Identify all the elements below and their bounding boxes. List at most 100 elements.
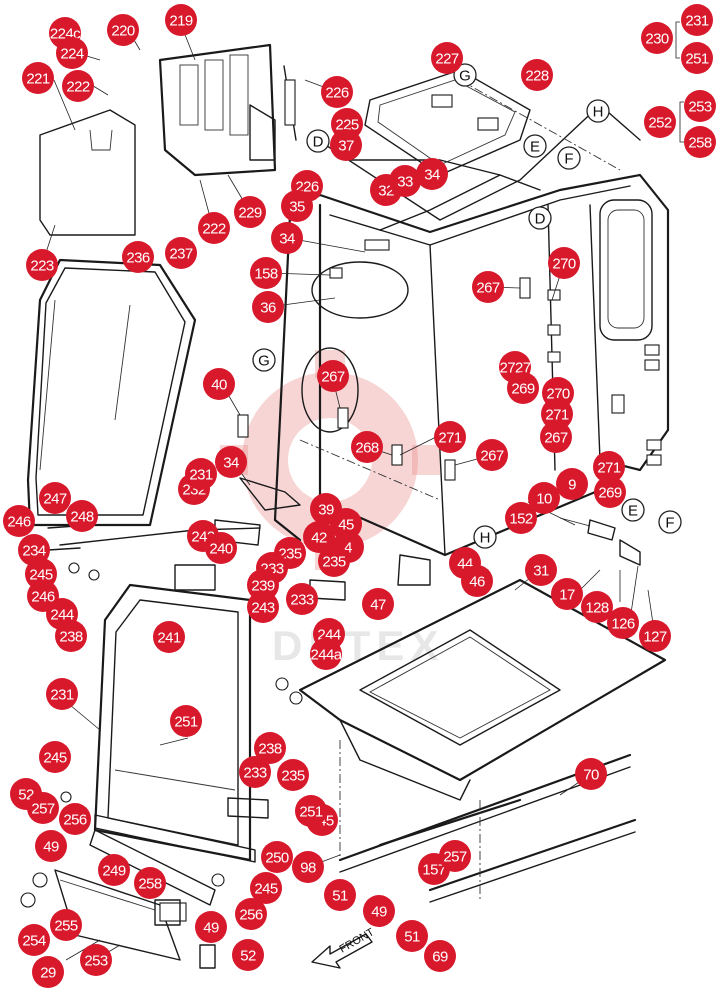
- callout-34: 34: [271, 222, 303, 254]
- callout-241: 241: [153, 621, 185, 653]
- callout-267: 267: [472, 271, 504, 303]
- callout-267: 267: [317, 360, 349, 392]
- callout-235: 235: [277, 759, 309, 791]
- hardware-parts: [20, 65, 662, 969]
- callout-250: 250: [261, 841, 293, 873]
- svg-text:256: 256: [63, 812, 86, 829]
- callout-52: 52: [232, 939, 264, 971]
- svg-text:240: 240: [209, 541, 232, 558]
- reference-letter-E-right: E: [621, 498, 645, 522]
- svg-text:270: 270: [552, 256, 575, 273]
- callout-46: 46: [461, 565, 493, 597]
- svg-text:152: 152: [509, 511, 532, 528]
- callout-40: 40: [203, 368, 235, 400]
- callout-34: 34: [215, 446, 247, 478]
- callout-17: 17: [551, 578, 583, 610]
- callout-255: 255: [50, 909, 82, 941]
- svg-text:246: 246: [31, 589, 54, 606]
- svg-text:250: 250: [265, 850, 288, 867]
- callout-254: 254: [18, 924, 50, 956]
- svg-text:235: 235: [322, 554, 345, 571]
- callout-271: 271: [434, 421, 466, 453]
- svg-text:G: G: [258, 353, 270, 370]
- svg-text:219: 219: [169, 13, 192, 30]
- callout-257: 257: [439, 840, 471, 872]
- callout-152: 152: [505, 502, 537, 534]
- callout-49: 49: [363, 895, 395, 927]
- callout-223: 223: [26, 249, 58, 281]
- callout-270: 270: [548, 247, 580, 279]
- svg-text:230: 230: [645, 31, 668, 48]
- callout-256: 256: [59, 803, 91, 835]
- svg-text:10: 10: [536, 491, 552, 508]
- svg-text:35: 35: [289, 199, 305, 216]
- svg-text:127: 127: [643, 629, 666, 646]
- callout-230: 230: [641, 22, 673, 54]
- svg-text:247: 247: [43, 491, 66, 508]
- callout-33: 33: [389, 165, 421, 197]
- callout-219: 219: [165, 4, 197, 36]
- callout-251: 251: [295, 795, 327, 827]
- svg-text:42: 42: [311, 530, 327, 547]
- svg-text:157: 157: [422, 862, 445, 879]
- svg-text:D: D: [535, 211, 546, 228]
- svg-text:H: H: [593, 104, 604, 121]
- callout-267: 267: [540, 421, 572, 453]
- svg-text:256: 256: [239, 907, 262, 924]
- svg-text:234: 234: [22, 543, 45, 560]
- callout-49: 49: [35, 830, 67, 862]
- callout-268: 268: [351, 431, 383, 463]
- callout-222: 222: [62, 70, 94, 102]
- svg-text:40: 40: [211, 377, 227, 394]
- callout-158: 158: [250, 257, 282, 289]
- svg-text:233: 233: [290, 592, 313, 609]
- callout-45: 45: [330, 508, 362, 540]
- callout-128: 128: [581, 591, 613, 623]
- callout-9: 9: [556, 468, 588, 500]
- callout-245: 245: [39, 741, 71, 773]
- callout-239: 239: [247, 569, 279, 601]
- callout-37: 37: [330, 129, 362, 161]
- svg-text:158: 158: [254, 266, 277, 283]
- callout-70: 70: [575, 758, 607, 790]
- svg-text:E: E: [628, 503, 638, 520]
- svg-text:221: 221: [26, 71, 49, 88]
- svg-text:255: 255: [54, 918, 77, 935]
- svg-text:241: 241: [157, 630, 180, 647]
- svg-text:246: 246: [7, 514, 30, 531]
- svg-text:268: 268: [355, 440, 378, 457]
- svg-text:220: 220: [111, 23, 134, 40]
- lower-window-frame: [89, 583, 256, 906]
- callout-126: 126: [607, 607, 639, 639]
- callout-233: 233: [239, 756, 271, 788]
- svg-text:236: 236: [126, 250, 149, 267]
- svg-text:243: 243: [251, 600, 274, 617]
- callout-271: 271: [593, 451, 625, 483]
- svg-text:251: 251: [174, 714, 197, 731]
- svg-text:34: 34: [223, 455, 239, 472]
- svg-text:45: 45: [338, 517, 354, 534]
- svg-text:251: 251: [299, 804, 322, 821]
- reference-letter-D-top: D: [306, 129, 330, 153]
- callout-29: 29: [32, 956, 64, 988]
- svg-text:E: E: [530, 139, 540, 156]
- svg-text:229: 229: [238, 205, 261, 222]
- callout-257: 257: [27, 792, 59, 824]
- svg-text:226: 226: [325, 85, 348, 102]
- svg-text:224: 224: [60, 46, 83, 63]
- callout-222: 222: [198, 212, 230, 244]
- callout-247: 247: [39, 482, 71, 514]
- callout-35: 35: [281, 190, 313, 222]
- svg-text:245: 245: [43, 750, 66, 767]
- svg-text:238: 238: [59, 629, 82, 646]
- callout-34: 34: [416, 158, 448, 190]
- callout-69: 69: [424, 940, 456, 972]
- svg-text:267: 267: [480, 448, 503, 465]
- callout-51: 51: [324, 879, 356, 911]
- reference-letter-G-mid: G: [252, 348, 276, 372]
- svg-text:36: 36: [260, 300, 276, 317]
- svg-text:257: 257: [443, 849, 466, 866]
- callout-251: 251: [170, 705, 202, 737]
- svg-text:225: 225: [335, 117, 358, 134]
